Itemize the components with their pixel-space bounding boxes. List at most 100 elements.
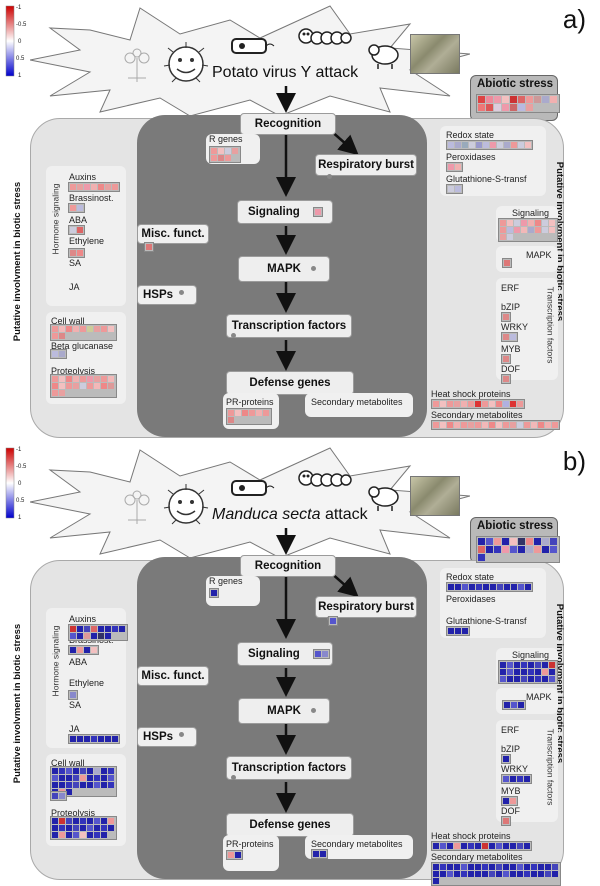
expression-cell [77, 736, 83, 742]
expression-cell [66, 818, 72, 824]
expression-cell [510, 96, 517, 103]
expression-cell [503, 776, 509, 782]
expression-cell [454, 401, 460, 407]
expression-cell [52, 333, 58, 339]
expression-cell [105, 626, 111, 632]
plant-pictogram-icon [124, 490, 150, 524]
expression-cell [518, 702, 524, 708]
expression-cell [455, 164, 461, 170]
expression-cell [235, 852, 241, 858]
expression-cell [486, 538, 493, 545]
signaling-right-label: Signaling [512, 208, 550, 218]
expression-cell [77, 633, 83, 639]
mapk-right-expression-cells [502, 258, 512, 268]
expression-cell [476, 584, 482, 590]
wrky-expression-cells [501, 332, 518, 342]
expression-cell [433, 422, 439, 428]
expression-cell [59, 376, 65, 382]
expression-cell [518, 538, 525, 545]
expression-cell [66, 782, 72, 788]
expression-cell [461, 864, 467, 870]
expression-cell [524, 422, 530, 428]
expression-cell [315, 651, 321, 657]
expression-cell [462, 584, 468, 590]
expression-cell [70, 205, 76, 211]
expression-cell [94, 775, 100, 781]
expression-cell [101, 782, 107, 788]
expression-cell [510, 871, 516, 877]
expression-cell [101, 818, 107, 824]
recognition-node: Recognition [240, 555, 336, 577]
auxins-label: Auxins [69, 614, 97, 624]
expression-cell [486, 96, 493, 103]
expression-cell [108, 768, 114, 774]
expression-cell [94, 832, 100, 838]
expression-cell [59, 782, 65, 788]
expression-cell [521, 662, 527, 668]
expression-cell [80, 818, 86, 824]
expression-cell [494, 538, 501, 545]
expression-cell [538, 864, 544, 870]
expression-cell [468, 422, 474, 428]
expression-cell [510, 864, 516, 870]
expression-cell [80, 326, 86, 332]
expression-cell [84, 626, 90, 632]
expression-cell [542, 538, 549, 545]
expression-cell [80, 768, 86, 774]
expression-cell [494, 104, 501, 111]
signaling-node: Signaling [237, 200, 333, 224]
expression-cell [549, 669, 555, 675]
expression-cell [504, 702, 510, 708]
expression-cell [500, 669, 506, 675]
tf-dot [231, 775, 236, 780]
mapk-dot [311, 266, 316, 271]
expression-cell [108, 383, 114, 389]
expression-cell [440, 871, 446, 877]
expression-cell [98, 736, 104, 742]
expression-cell [433, 401, 439, 407]
expression-cell [105, 184, 111, 190]
expression-cell [70, 184, 76, 190]
expression-cell [73, 775, 79, 781]
panel-letter: b) [562, 446, 586, 476]
expression-cell [225, 155, 231, 161]
expression-cell [87, 782, 93, 788]
ethylene-expression-cells [68, 248, 85, 258]
expression-cell [433, 843, 439, 849]
auxins-label: Auxins [69, 172, 97, 182]
expression-cell [80, 775, 86, 781]
expression-cell [518, 546, 525, 553]
recognition-node: Recognition [240, 113, 336, 135]
expression-cell [526, 104, 533, 111]
expression-cell [98, 626, 104, 632]
misc-function-node: Misc. funct. [137, 224, 209, 244]
expression-cell [507, 669, 513, 675]
signaling-node: Signaling [237, 642, 333, 666]
expression-cell [94, 383, 100, 389]
mapk-dot [311, 708, 316, 713]
expression-cell [500, 220, 506, 226]
hsps-dot [179, 290, 184, 295]
bzip-label: bZIP [501, 302, 521, 312]
expression-cell [249, 410, 255, 416]
expression-cell [433, 871, 439, 877]
caterpillar-pictogram-icon [298, 28, 352, 45]
expression-cell [447, 843, 453, 849]
expression-cell [235, 410, 241, 416]
peroxidases-expression-cells [446, 162, 463, 172]
expression-cell [77, 227, 83, 233]
expression-cell [52, 832, 58, 838]
expression-cell [526, 96, 533, 103]
expression-cell [94, 818, 100, 824]
expression-cell [73, 326, 79, 332]
pathway-arrows [276, 86, 359, 371]
expression-cell [550, 538, 557, 545]
expression-cell [112, 736, 118, 742]
expression-cell [52, 351, 58, 357]
expression-cell [528, 662, 534, 668]
secondary-metabolites-label: Secondary metabolites [311, 397, 403, 407]
expression-cell [542, 227, 548, 233]
expression-cell [514, 676, 520, 682]
expression-cell [550, 96, 557, 103]
expression-cell [517, 776, 523, 782]
